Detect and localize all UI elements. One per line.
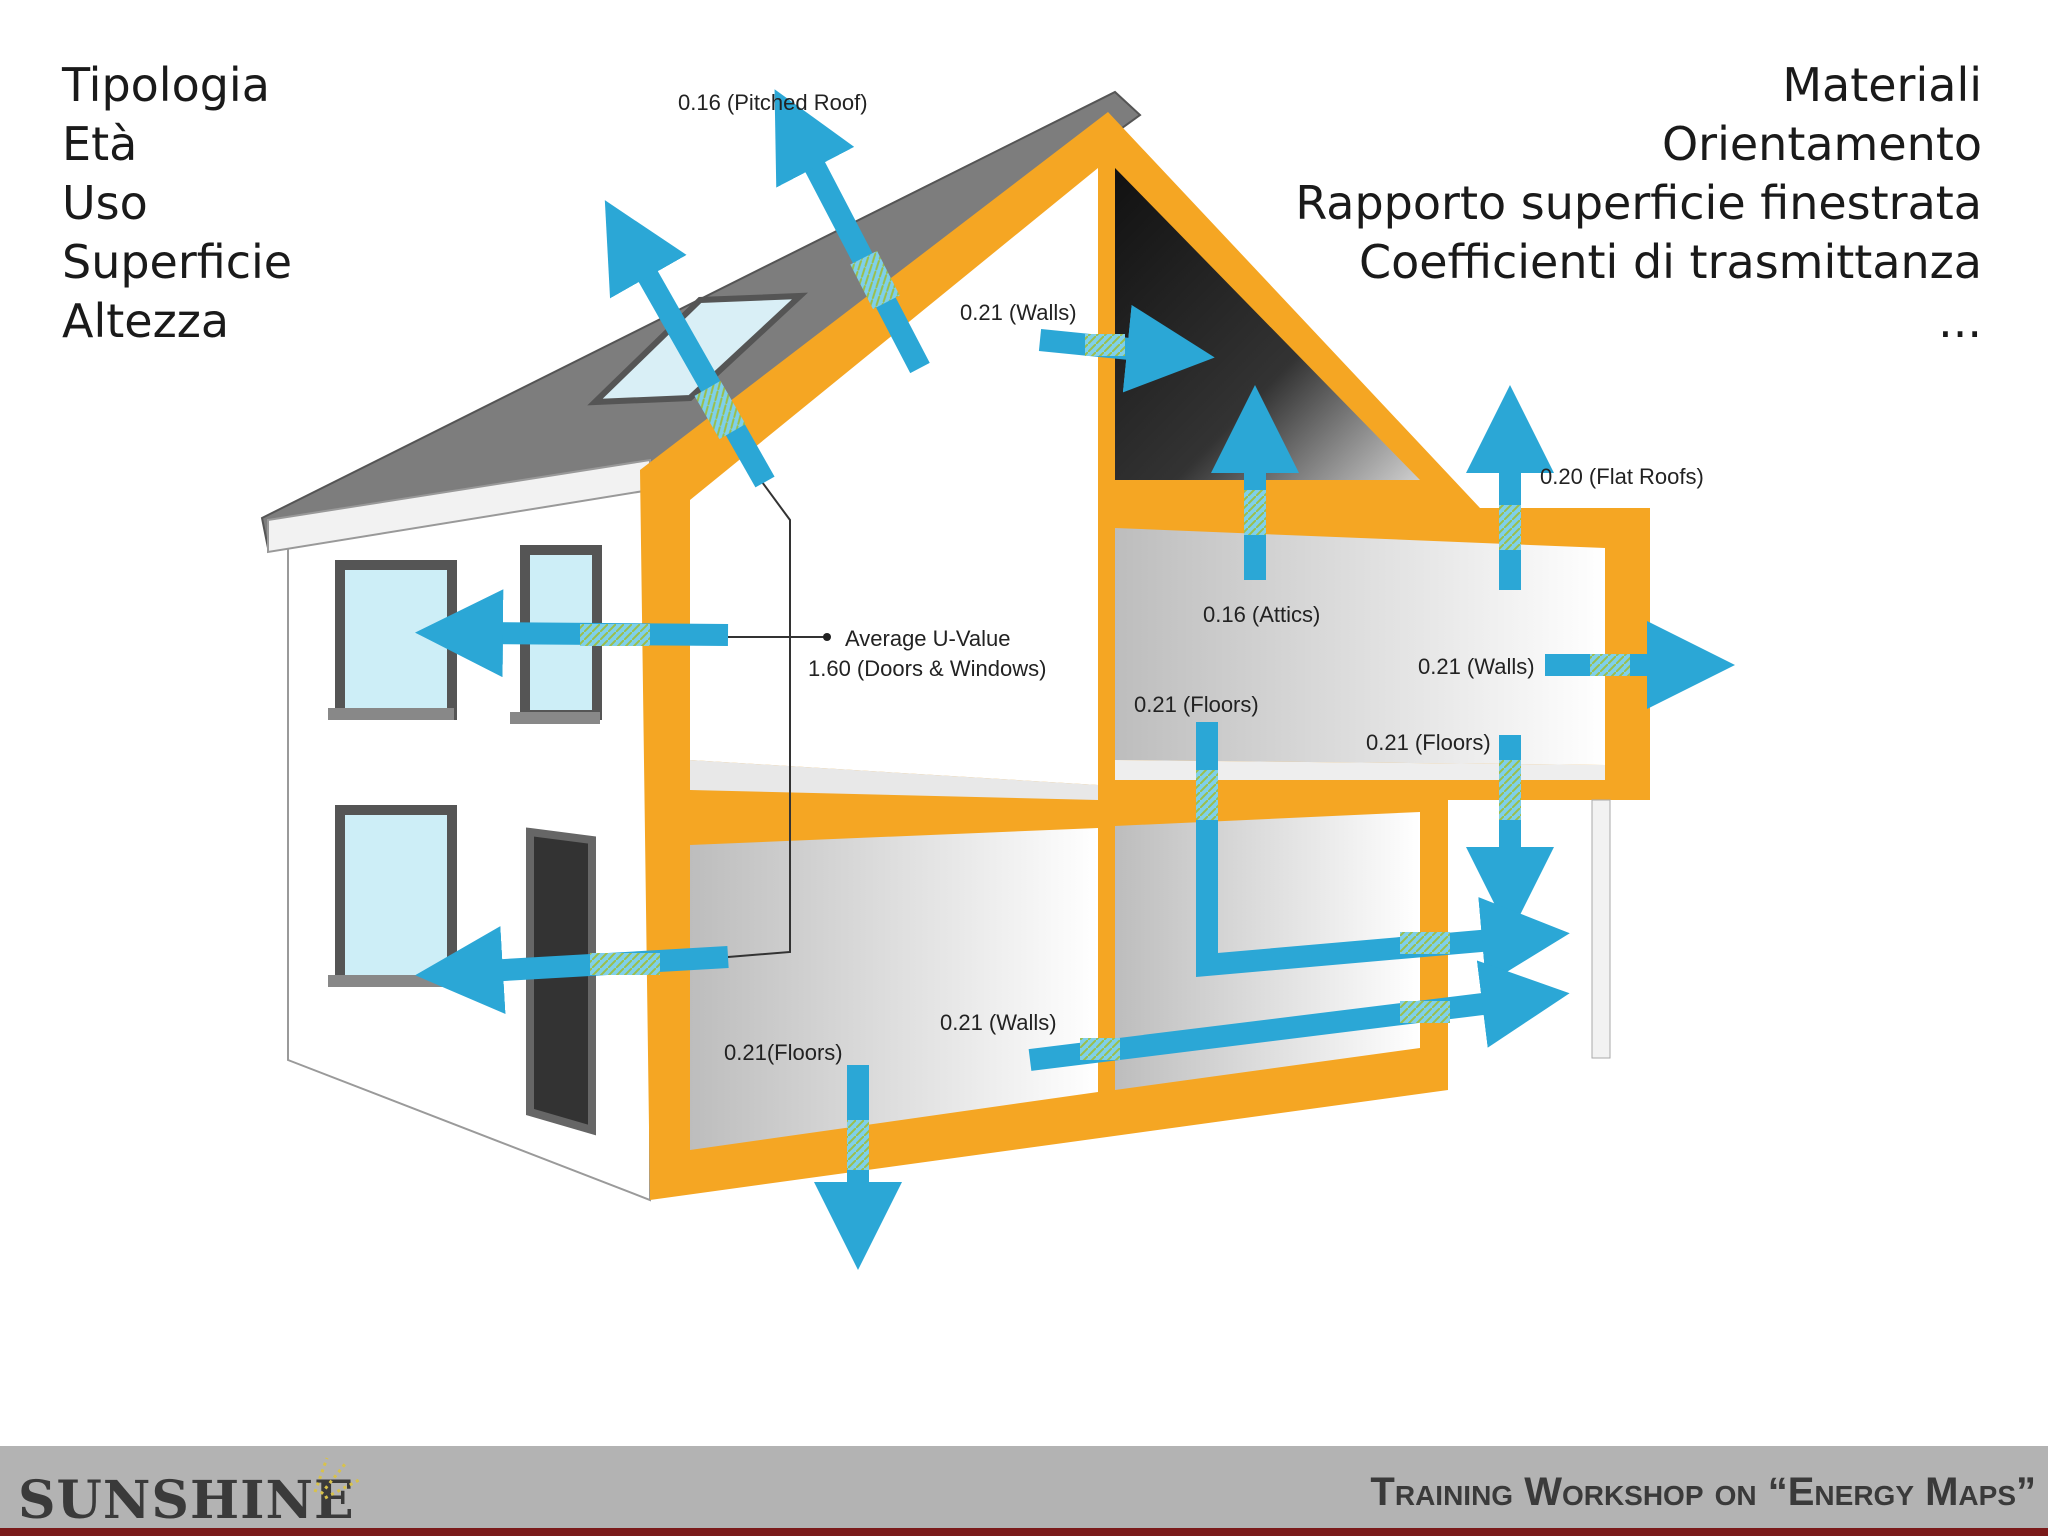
label-walls-lower: 0.21 (Walls) <box>940 1010 1057 1035</box>
label-flat-roofs: 0.20 (Flat Roofs) <box>1540 464 1704 489</box>
insulation-crossings <box>580 250 1630 1170</box>
list-item-eta: Età <box>62 117 138 171</box>
list-item-ellipsis: ... <box>1938 294 1982 348</box>
insulation-section <box>640 112 1650 1200</box>
footer-bar: SUNSHINE Training Workshop on “Energy Ma… <box>0 1446 2048 1536</box>
sun-rays-icon <box>313 1457 360 1500</box>
list-item-coefficienti: Coefficienti di trasmittanza <box>1358 235 1982 289</box>
label-avg-uvalue-line1: Average U-Value <box>845 626 1011 651</box>
list-item-uso: Uso <box>62 176 148 230</box>
label-walls-upper: 0.21 (Walls) <box>960 300 1077 325</box>
sunshine-logo: SUNSHINE <box>18 1470 355 1531</box>
u-value-pointer-dot <box>823 633 831 641</box>
support-post <box>1591 799 1611 1059</box>
list-item-altezza: Altezza <box>62 294 230 348</box>
arrow-pitched-roof <box>774 89 930 374</box>
building-parameters-list: Materiali Orientamento Rapporto superfic… <box>1295 56 1982 351</box>
footer-accent-line <box>0 1528 2048 1536</box>
house-heat-loss-diagram: 0.16 (Pitched Roof) 0.21 (Walls) 0.20 (F… <box>260 89 1735 1270</box>
label-floors-right: 0.21 (Floors) <box>1366 730 1491 755</box>
list-item-tipologia: Tipologia <box>62 58 270 112</box>
list-item-rapporto: Rapporto superficie finestrata <box>1295 176 1982 230</box>
list-item-orientamento: Orientamento <box>1661 117 1982 171</box>
list-item-superficie: Superficie <box>62 235 293 289</box>
label-floors-mid: 0.21 (Floors) <box>1134 692 1259 717</box>
arrow-skylight <box>604 200 775 488</box>
list-item-materiali: Materiali <box>1782 58 1982 112</box>
label-walls-right: 0.21 (Walls) <box>1418 654 1535 679</box>
workshop-title: Training Workshop on “Energy Maps” <box>1370 1470 2036 1514</box>
label-avg-uvalue-line2: 1.60 (Doors & Windows) <box>808 656 1046 681</box>
window-lower-left <box>328 805 457 987</box>
label-floors-ground: 0.21(Floors) <box>724 1040 843 1065</box>
front-door <box>526 827 596 1136</box>
label-pitched-roof: 0.16 (Pitched Roof) <box>678 90 868 115</box>
label-attics: 0.16 (Attics) <box>1203 602 1320 627</box>
building-properties-list: Tipologia Età Uso Superficie Altezza <box>62 56 292 351</box>
u-value-leader-line <box>727 481 791 958</box>
window-upper-left <box>328 560 457 720</box>
